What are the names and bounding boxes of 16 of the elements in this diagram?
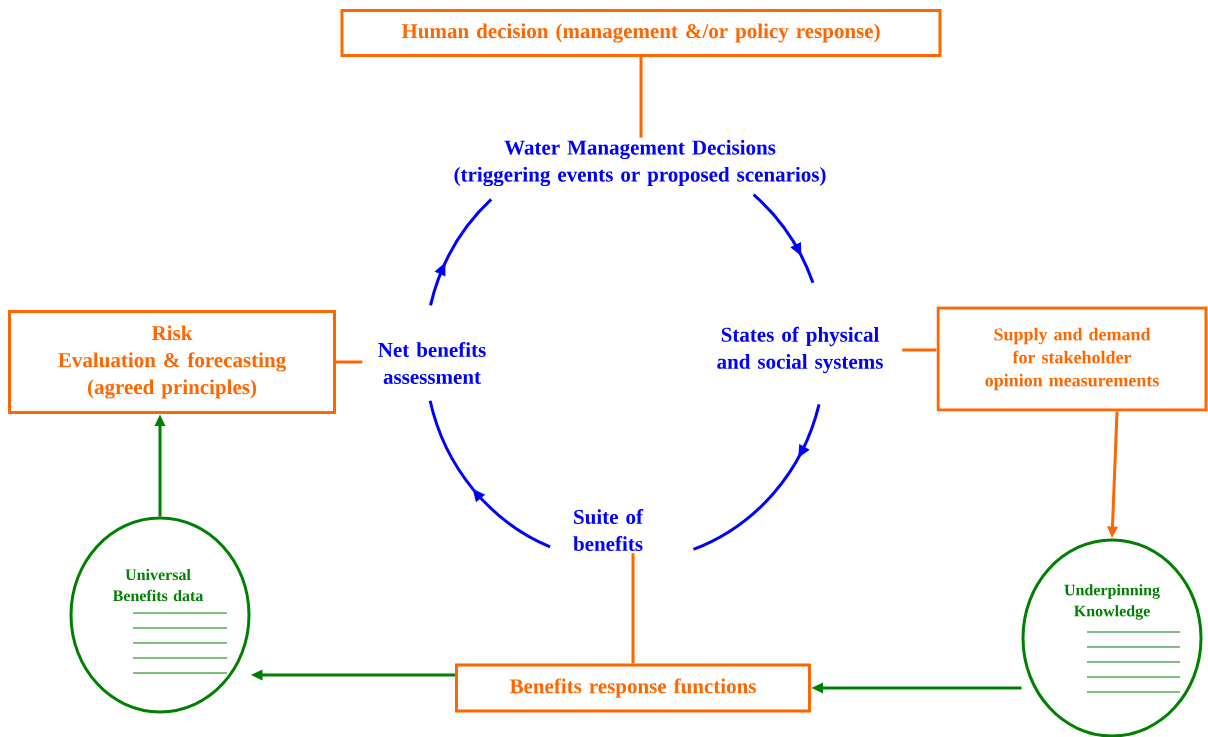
connector-line <box>631 553 635 664</box>
cycle-label: Net benefits assessment <box>378 342 486 384</box>
cycle-arrow <box>428 400 551 549</box>
cycle-label: States of physical and social systems <box>717 326 883 374</box>
cycle-label: Suite of benefits <box>573 509 644 551</box>
connector-line <box>336 360 363 364</box>
process-box: Risk Evaluation & forecasting (agreed principles) <box>8 310 336 414</box>
cycle-label: Water Management Decisions (triggering events or proposed scenarios) <box>454 139 826 187</box>
connector-line <box>902 348 937 352</box>
cycle-arrow <box>429 198 493 306</box>
process-box: Human decision (management &/or policy response) <box>340 9 942 57</box>
cycle-arrow <box>752 193 815 284</box>
process-box: Supply and demand for stakeholder opinion measurements <box>936 306 1208 412</box>
connector-line <box>639 57 643 138</box>
process-box: Benefits response functions <box>455 663 811 713</box>
cycle-arrow <box>692 403 821 551</box>
